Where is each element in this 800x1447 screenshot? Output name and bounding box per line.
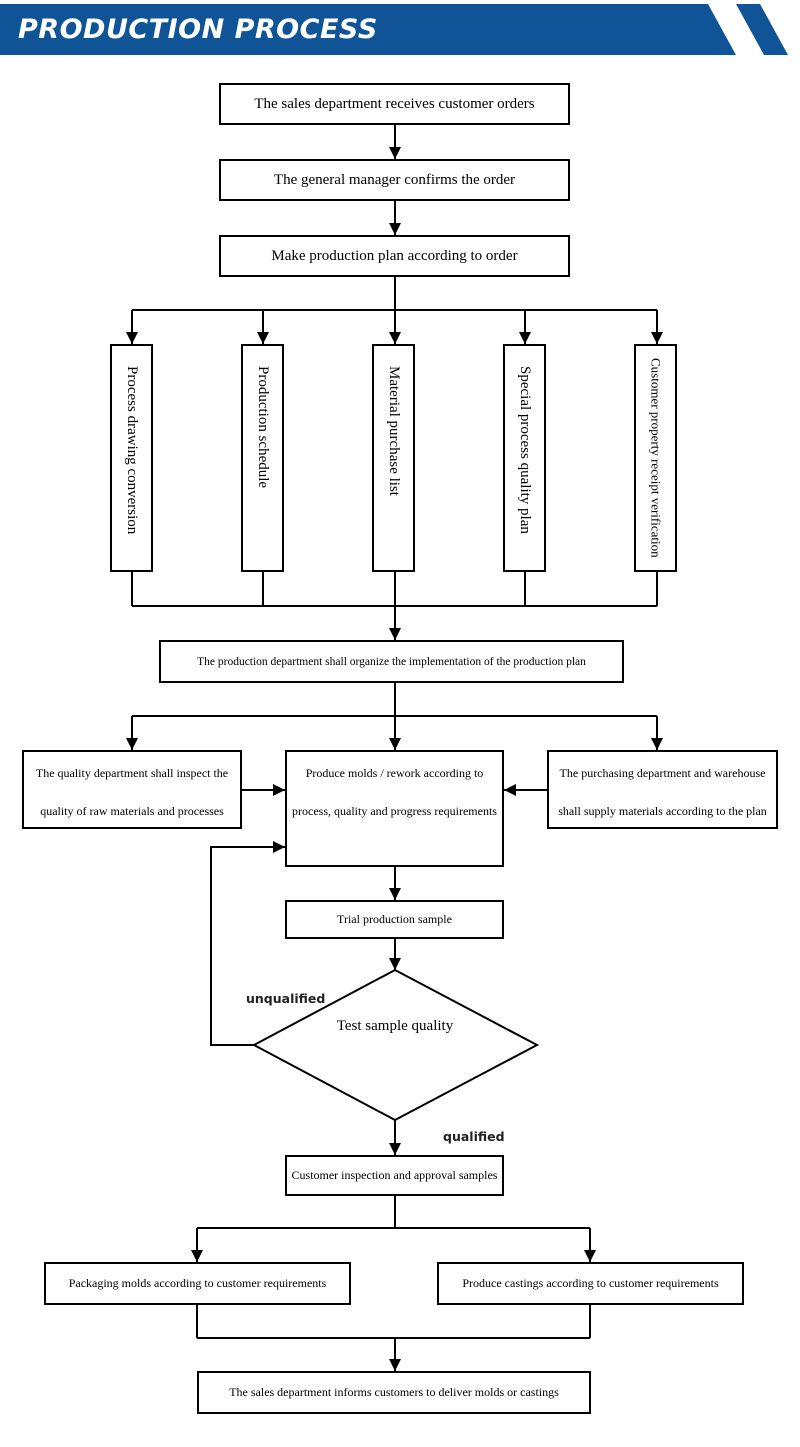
step-receive-orders-label: The sales department receives customer o…: [254, 95, 535, 112]
packaging-molds-label: Packaging molds according to customer re…: [68, 1276, 327, 1290]
plan-process-drawing: Process drawing conversion: [110, 344, 153, 572]
plan-customer-property: Customer property receipt verification: [634, 344, 677, 572]
banner-shape: [0, 4, 788, 55]
deliver-label: The sales department informs customers t…: [229, 1385, 559, 1399]
purchasing-warehouse-line1: The purchasing department and warehouse: [559, 766, 766, 780]
plan-process-drawing-label: Process drawing conversion: [124, 366, 140, 535]
purchasing-warehouse-box: The purchasing department and warehouse …: [547, 750, 778, 829]
packaging-molds-box: Packaging molds according to customer re…: [44, 1262, 351, 1305]
plan-production-schedule: Production schedule: [241, 344, 284, 572]
step-receive-orders: The sales department receives customer o…: [219, 83, 570, 125]
produce-molds-line1: Produce molds / rework according to: [305, 766, 484, 780]
qualified-label: qualified: [443, 1129, 505, 1144]
customer-inspection-box: Customer inspection and approval samples: [285, 1155, 504, 1196]
trial-production-box: Trial production sample: [285, 900, 504, 939]
step-confirm-order: The general manager confirms the order: [219, 159, 570, 201]
quality-inspection-line2: quality of raw materials and processes: [40, 804, 224, 818]
plan-material-purchase: Material purchase list: [372, 344, 415, 572]
deliver-box: The sales department informs customers t…: [197, 1371, 591, 1414]
customer-inspection-label: Customer inspection and approval samples: [291, 1168, 498, 1182]
step-organize-implementation-label: The production department shall organize…: [197, 655, 586, 668]
test-sample-quality-label: Test sample quality: [336, 1018, 454, 1034]
decision-diamond: [251, 968, 540, 1122]
plan-customer-property-label: Customer property receipt verification: [648, 358, 664, 558]
step-confirm-order-label: The general manager confirms the order: [273, 171, 516, 188]
produce-molds-box: Produce molds / rework according to proc…: [285, 750, 504, 867]
step-production-plan-label: Make production plan according to order: [271, 247, 518, 264]
produce-castings-label: Produce castings according to customer r…: [462, 1276, 719, 1290]
step-organize-implementation: The production department shall organize…: [159, 640, 624, 683]
unqualified-label: unqualified: [246, 991, 326, 1006]
produce-molds-line2: process, quality and progress requiremen…: [292, 804, 497, 818]
trial-production-label: Trial production sample: [337, 912, 452, 926]
header-banner: PRODUCTION PROCESS: [0, 0, 800, 60]
plan-production-schedule-label: Production schedule: [255, 366, 271, 489]
produce-castings-box: Produce castings according to customer r…: [437, 1262, 744, 1305]
plan-material-purchase-label: Material purchase list: [386, 366, 402, 496]
quality-inspection-line1: The quality department shall inspect the: [35, 766, 229, 780]
quality-inspection-box: The quality department shall inspect the…: [22, 750, 242, 829]
plan-special-process: Special process quality plan: [503, 344, 546, 572]
step-production-plan: Make production plan according to order: [219, 235, 570, 277]
plan-special-process-label: Special process quality plan: [517, 366, 533, 534]
page-title: PRODUCTION PROCESS: [18, 14, 378, 45]
purchasing-warehouse-line2: shall supply materials according to the …: [558, 804, 767, 818]
